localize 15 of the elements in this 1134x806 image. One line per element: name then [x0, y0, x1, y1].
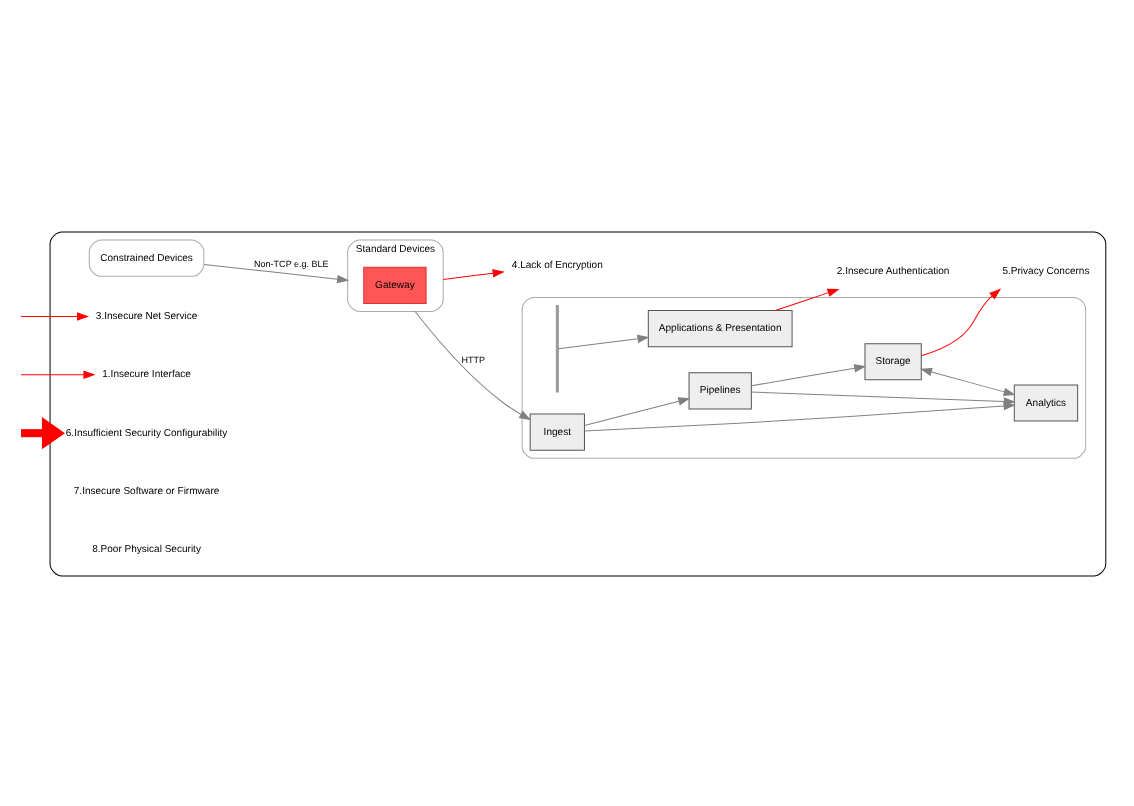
arrow: [20, 369, 96, 379]
arrow: [750, 390, 1016, 405]
arrow: [584, 396, 691, 425]
node-bar: [555, 303, 559, 392]
arrow: [774, 287, 840, 310]
arrow: [21, 416, 66, 449]
arrow: [442, 268, 505, 279]
arrow: [919, 366, 1016, 395]
cluster: [49, 230, 1107, 576]
arrow: [750, 363, 867, 386]
arrow: [414, 310, 532, 420]
arrow: [920, 287, 1002, 356]
arrow: [557, 333, 650, 349]
arrow: [20, 311, 90, 320]
arrow: [203, 262, 350, 283]
